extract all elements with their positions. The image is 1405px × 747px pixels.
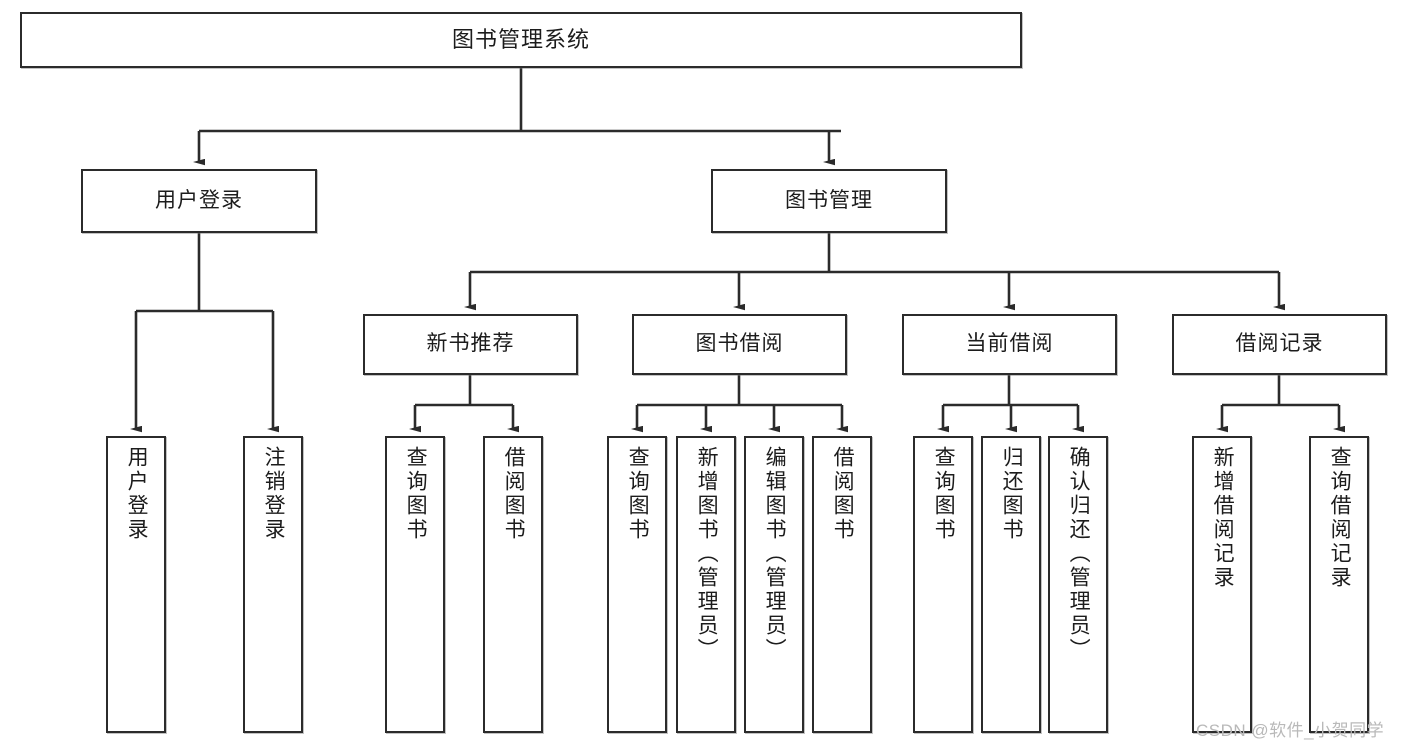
leaf-edit-book-admin[interactable]: 编辑图书（管理员） (744, 436, 804, 733)
node-label: 查询借阅记录 (1328, 446, 1352, 590)
node-label: 查询图书 (404, 446, 428, 542)
node-label: 归还图书 (1000, 446, 1024, 542)
leaf-query-borrow-record[interactable]: 查询借阅记录 (1309, 436, 1369, 733)
node-root-system[interactable]: 图书管理系统 (20, 12, 1022, 68)
node-label: 新增图书（管理员） (695, 446, 719, 662)
node-label: 确认归还（管理员） (1067, 446, 1091, 662)
node-label: 新增借阅记录 (1211, 446, 1235, 590)
node-label: 图书管理 (785, 188, 873, 212)
watermark-credit: CSDN @软件_小贺同学 (1196, 721, 1385, 740)
leaf-user-login[interactable]: 用户登录 (106, 436, 166, 733)
leaf-query-book-current[interactable]: 查询图书 (913, 436, 973, 733)
node-label: 借阅记录 (1235, 332, 1324, 356)
node-label: 借阅图书 (831, 446, 855, 542)
leaf-add-borrow-record[interactable]: 新增借阅记录 (1192, 436, 1252, 733)
node-label: 用户登录 (125, 446, 149, 542)
node-label: 查询图书 (932, 446, 956, 542)
node-current-borrow[interactable]: 当前借阅 (902, 314, 1117, 375)
node-label: 当前借阅 (965, 332, 1054, 356)
leaf-borrow-book-recommend[interactable]: 借阅图书 (483, 436, 543, 733)
leaf-logout-login[interactable]: 注销登录 (243, 436, 303, 733)
node-user-login[interactable]: 用户登录 (81, 169, 317, 233)
node-new-book-recommend[interactable]: 新书推荐 (363, 314, 578, 375)
node-label: 编辑图书（管理员） (763, 446, 787, 662)
leaf-return-book[interactable]: 归还图书 (981, 436, 1041, 733)
node-label: 用户登录 (155, 188, 243, 212)
leaf-confirm-return-admin[interactable]: 确认归还（管理员） (1048, 436, 1108, 733)
leaf-add-book-admin[interactable]: 新增图书（管理员） (676, 436, 736, 733)
node-label: 注销登录 (262, 446, 286, 542)
leaf-borrow-book[interactable]: 借阅图书 (812, 436, 872, 733)
node-label: 新书推荐 (426, 332, 515, 356)
node-label: 借阅图书 (502, 446, 526, 542)
node-book-management[interactable]: 图书管理 (711, 169, 947, 233)
node-label: 图书借阅 (695, 332, 784, 356)
leaf-query-book-recommend[interactable]: 查询图书 (385, 436, 445, 733)
node-book-borrow[interactable]: 图书借阅 (632, 314, 847, 375)
node-borrow-record[interactable]: 借阅记录 (1172, 314, 1387, 375)
node-label: 查询图书 (626, 446, 650, 542)
node-label: 图书管理系统 (451, 27, 590, 53)
leaf-query-book-borrow[interactable]: 查询图书 (607, 436, 667, 733)
